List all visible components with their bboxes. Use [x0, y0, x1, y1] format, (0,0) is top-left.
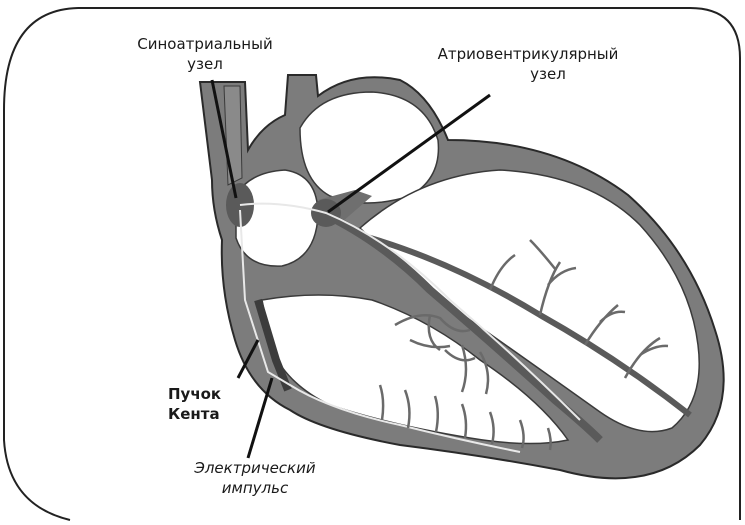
kent-bundle-label: Пучок Кента [168, 384, 221, 424]
sa-node-label-line1: Синоатриальный [130, 34, 280, 54]
av-node-label-line1: Атриовентрикулярный [428, 44, 628, 64]
impulse-label: Электрический импульс [180, 458, 330, 498]
impulse-label-line2: импульс [180, 478, 330, 498]
sa-node-label: Синоатриальный узел [130, 34, 280, 74]
av-node-label: Атриовентрикулярный узел [428, 44, 628, 84]
pointer-impulse [248, 378, 272, 458]
sa-node-label-line2: узел [130, 54, 280, 74]
kent-label-line2: Кента [168, 404, 221, 424]
av-node-label-line2: узел [428, 64, 628, 84]
kent-label-line1: Пучок [168, 384, 221, 404]
impulse-label-line1: Электрический [180, 458, 330, 478]
